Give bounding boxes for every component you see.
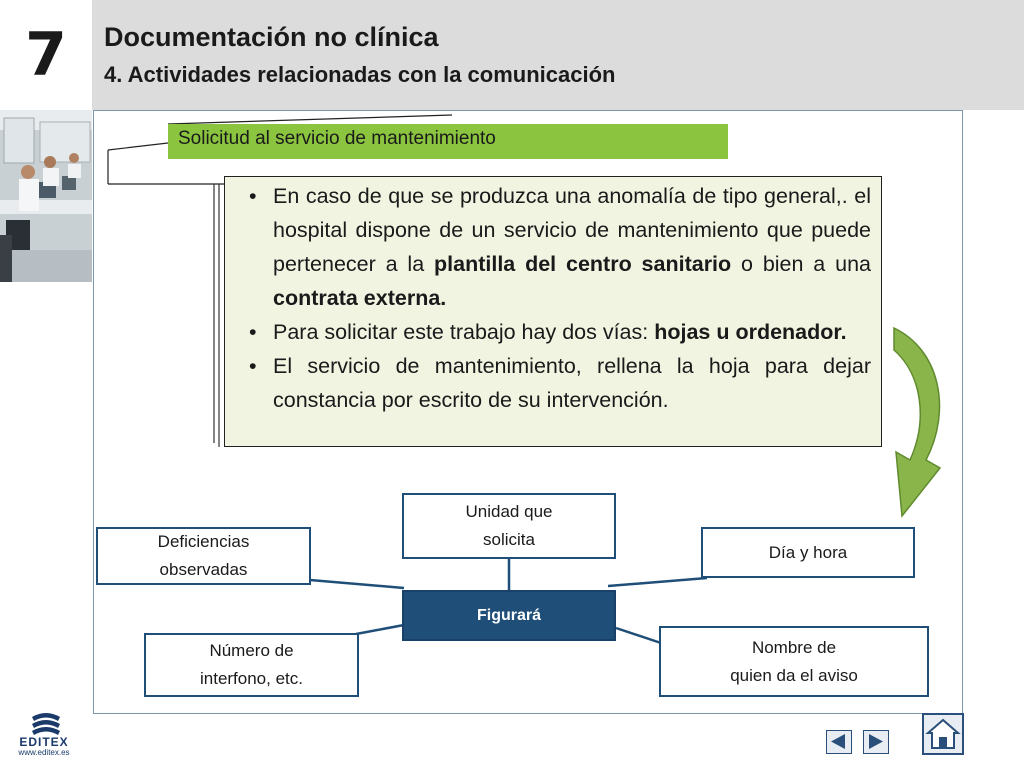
triangle-right-icon — [869, 734, 883, 749]
section-label: Solicitud al servicio de mantenimiento — [168, 124, 728, 159]
node-label: Figurará — [476, 606, 541, 624]
bullet-bold-text: contrata externa. — [273, 286, 447, 310]
curved-arrow-icon — [893, 326, 942, 518]
chapter-number: 7 — [25, 20, 67, 90]
node-label: Deficiencias observadas — [157, 532, 250, 579]
next-slide-button[interactable] — [863, 730, 889, 754]
node-interfono: Número de interfono, etc. — [144, 633, 359, 697]
home-button[interactable] — [922, 713, 964, 755]
bullet-text: El servicio de mantenimiento, rellena la… — [273, 354, 871, 412]
node-unidad-solicita: Unidad que solicita — [402, 493, 616, 559]
bullet-bold-text: hojas u ordenador. — [654, 320, 847, 344]
page-subtitle: 4. Actividades relacionadas con la comun… — [104, 62, 616, 87]
node-figurara: Figurará — [402, 590, 616, 641]
bullet-item: El servicio de mantenimiento, rellena la… — [249, 349, 871, 417]
node-dia-hora: Día y hora — [701, 527, 915, 578]
content-frame — [93, 110, 963, 714]
page-title: Documentación no clínica — [104, 22, 439, 52]
triangle-left-icon — [831, 734, 845, 749]
bullet-text: Para solicitar este trabajo hay dos vías… — [273, 320, 655, 344]
home-icon — [925, 718, 961, 749]
bullet-bold-text: plantilla del centro sanitario — [434, 252, 732, 276]
bullet-box: En caso de que se produzca una anomalía … — [224, 176, 882, 447]
header-band — [92, 0, 1024, 110]
chapter-badge: 7 — [0, 0, 92, 110]
hospital-office-photo — [0, 110, 92, 282]
node-deficiencias: Deficiencias observadas — [96, 527, 311, 585]
logo-name: EDITEX — [19, 735, 69, 749]
prev-slide-button[interactable] — [826, 730, 852, 754]
editex-logo-icon — [32, 713, 60, 735]
bullet-item: En caso de que se produzca una anomalía … — [249, 179, 871, 315]
node-label: Día y hora — [768, 542, 848, 562]
bullet-text: o bien a una — [731, 252, 871, 276]
node-label: Unidad que solicita — [465, 502, 553, 549]
bullet-text: En caso de que se produzca una anomalía … — [273, 184, 871, 276]
bullet-item: Para solicitar este trabajo hay dos vías… — [249, 315, 871, 349]
node-nombre-aviso: Nombre de quien da el aviso — [659, 626, 929, 697]
node-label: Número de interfono, etc. — [199, 641, 303, 688]
bullet-list: En caso de que se produzca una anomalía … — [243, 179, 871, 417]
node-label: Nombre de quien da el aviso — [730, 637, 858, 685]
logo-url: www.editex.es — [18, 748, 70, 757]
